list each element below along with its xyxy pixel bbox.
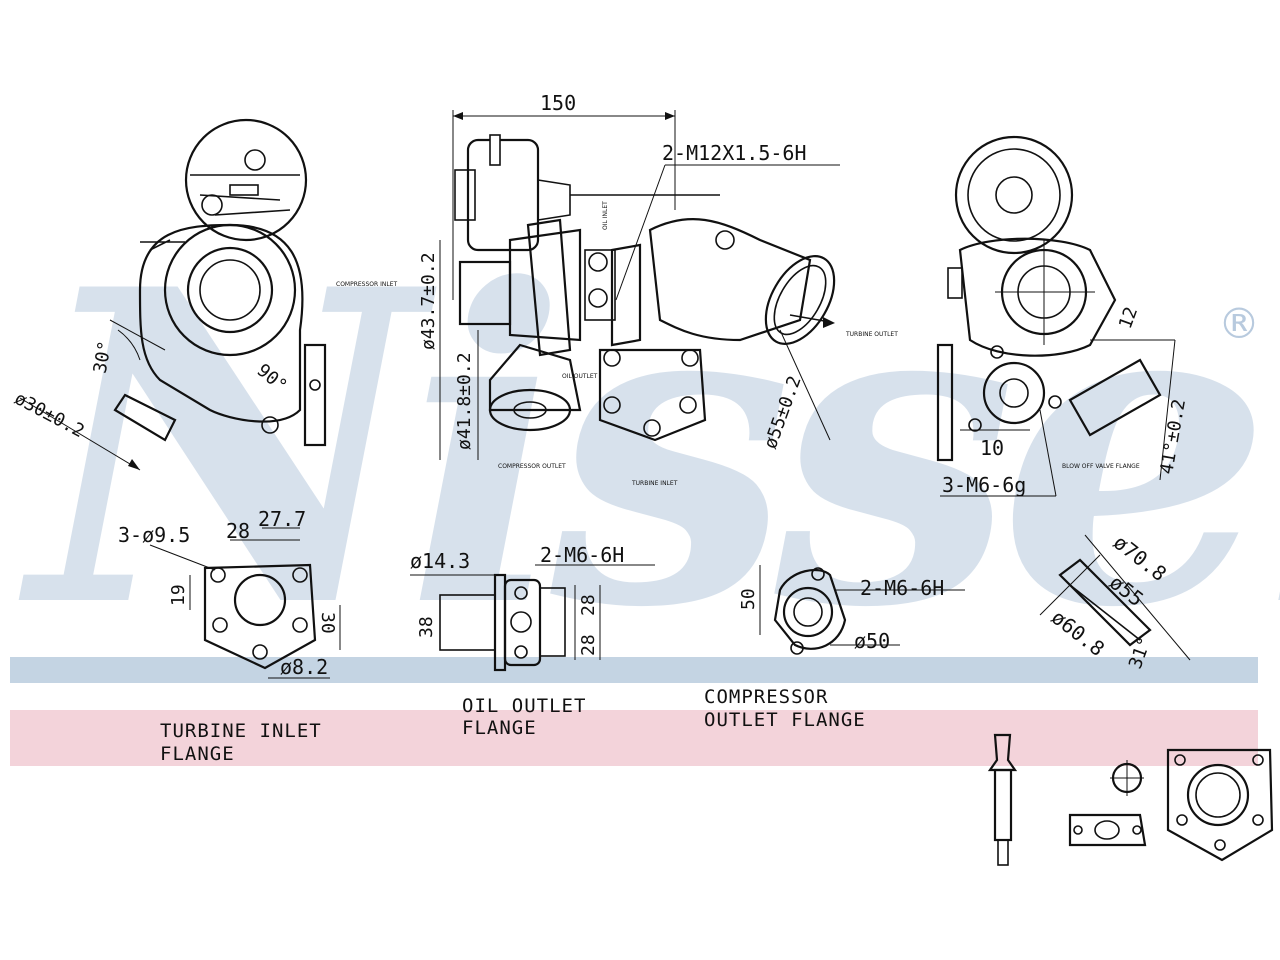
- svg-text:38: 38: [416, 616, 437, 638]
- svg-text:ø8.2: ø8.2: [280, 655, 328, 679]
- oil-outlet-flange-detail: ø14.3 2-M6-6H 38 28 28 OIL OUTLET FLANGE: [410, 543, 655, 739]
- svg-text:ø41.8±0.2: ø41.8±0.2: [454, 352, 475, 450]
- svg-text:TURBINE OUTLET: TURBINE OUTLET: [845, 331, 898, 338]
- svg-text:ø14.3: ø14.3: [410, 549, 470, 573]
- svg-text:30: 30: [317, 612, 338, 634]
- svg-text:2-M12X1.5-6H: 2-M12X1.5-6H: [662, 141, 807, 165]
- svg-text:ø43.7±0.2: ø43.7±0.2: [418, 252, 439, 350]
- svg-text:TURBINE INLET: TURBINE INLET: [631, 480, 678, 487]
- svg-text:28: 28: [226, 519, 250, 543]
- svg-text:3-M6-6g: 3-M6-6g: [942, 473, 1026, 497]
- compressor-outlet-flange-detail: 50 2-M6-6H ø50 COMPRESSOR OUTLET FLANGE: [704, 565, 965, 731]
- accessory-small-gasket: [1068, 760, 1147, 847]
- turbine-inlet-flange-detail: 3-ø9.5 28 27.7 19 30 ø8.2 TURBINE INLET …: [118, 507, 341, 765]
- accessory-large-gasket: [1166, 748, 1274, 862]
- caption-oil-outlet-2: FLANGE: [462, 717, 537, 739]
- svg-text:OIL OUTLET: OIL OUTLET: [562, 373, 598, 380]
- caption-oil-outlet-1: OIL OUTLET: [462, 695, 586, 717]
- svg-text:19: 19: [168, 584, 189, 606]
- registered-mark: ®: [1218, 299, 1260, 348]
- svg-text:BLOW OFF VALVE FLANGE: BLOW OFF VALVE FLANGE: [1062, 463, 1140, 470]
- watermark-blue-band: [10, 657, 1258, 683]
- svg-text:COMPRESSOR INLET: COMPRESSOR INLET: [336, 281, 397, 288]
- svg-text:2-M6-6H: 2-M6-6H: [860, 576, 944, 600]
- svg-text:3-ø9.5: 3-ø9.5: [118, 523, 190, 547]
- svg-text:ø50: ø50: [854, 629, 890, 653]
- accessory-bolt: [987, 733, 1018, 866]
- caption-turbine-inlet-1: TURBINE INLET: [160, 720, 322, 742]
- svg-text:28: 28: [578, 594, 599, 616]
- svg-text:50: 50: [738, 588, 759, 610]
- svg-text:28: 28: [578, 634, 599, 656]
- svg-text:10: 10: [980, 436, 1004, 460]
- svg-text:COMPRESSOR OUTLET: COMPRESSOR OUTLET: [498, 463, 566, 470]
- caption-turbine-inlet-2: FLANGE: [160, 743, 235, 765]
- overall-length-dimension: 150: [452, 91, 676, 300]
- caption-compressor-outlet-2: OUTLET FLANGE: [704, 709, 866, 731]
- middle-view: ø43.7±0.2 ø41.8±0.2 ø55±0.2 2-M12X1.5-6H…: [336, 134, 898, 487]
- caption-compressor-outlet-1: COMPRESSOR: [704, 686, 828, 708]
- watermark-pink-band: [10, 710, 1258, 766]
- right-view: 12 41°±0.2 10 3-M6-6g BLOW OFF VALVE FLA…: [936, 135, 1190, 497]
- watermark-brand: Nissens: [17, 197, 1280, 702]
- svg-text:OIL INLET: OIL INLET: [602, 201, 609, 230]
- svg-text:27.7: 27.7: [258, 507, 306, 531]
- svg-text:2-M6-6H: 2-M6-6H: [540, 543, 624, 567]
- svg-text:150: 150: [540, 91, 576, 115]
